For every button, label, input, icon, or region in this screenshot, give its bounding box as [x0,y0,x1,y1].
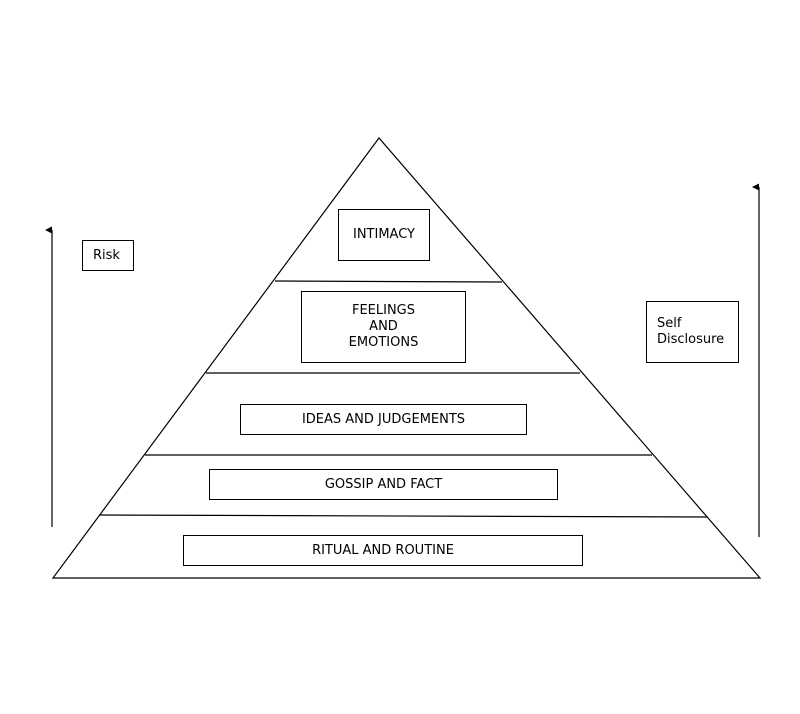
risk-label: Risk [82,240,134,271]
level-gossip-and-fact: GOSSIP AND FACT [209,469,558,500]
level-ideas-and-judgements: IDEAS AND JUDGEMENTS [240,404,527,435]
level-intimacy: INTIMACY [338,209,430,261]
divider-gossip-ritual [99,514,709,518]
self-disclosure-label: Self Disclosure [646,301,739,363]
level-ritual-and-routine: RITUAL AND ROUTINE [183,535,583,566]
divider-intimacy-feelings [274,280,503,283]
level-feelings-and-emotions: FEELINGS AND EMOTIONS [301,291,466,363]
pyramid-outline [51,137,762,579]
